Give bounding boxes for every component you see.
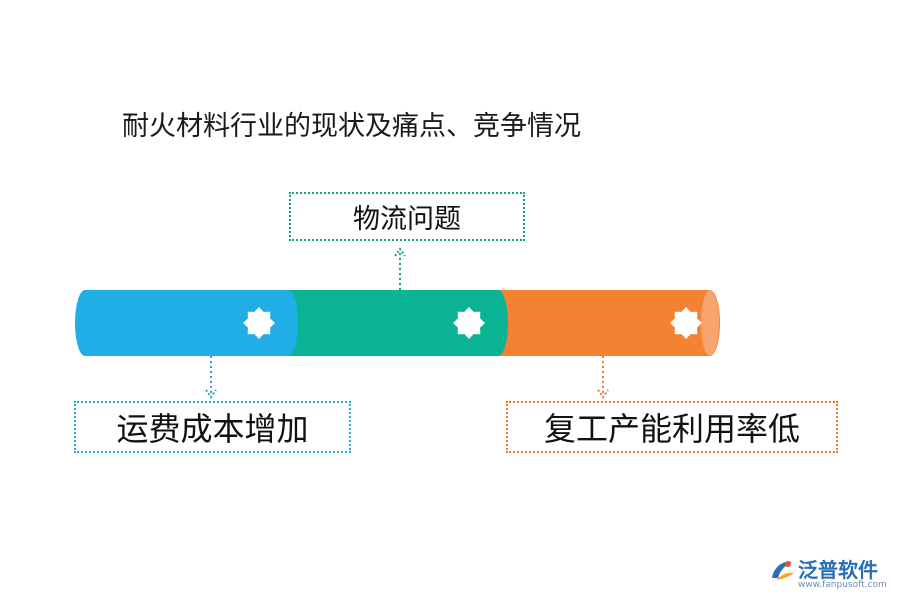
- starburst-icon: [670, 307, 702, 339]
- page-title: 耐火材料行业的现状及痛点、竞争情况: [122, 111, 581, 142]
- connector-right: [597, 356, 609, 399]
- logo-name: 泛普软件: [798, 558, 878, 582]
- cylinder-segment-middle: [288, 290, 508, 356]
- cylinder-end-cap: [701, 290, 719, 356]
- starburst-icon: [453, 307, 485, 339]
- brand-logo: 泛普软件 www.fanpusoft.com: [768, 552, 893, 597]
- connector-left: [205, 356, 217, 399]
- callout-label-right: 复工产能利用率低: [543, 410, 800, 448]
- cylinder-segment-left: [75, 290, 298, 356]
- logo-url: www.fanpusoft.com: [798, 580, 887, 590]
- cylinder: [75, 290, 720, 356]
- callout-box-top: 物流问题: [289, 192, 525, 241]
- callout-box-left: 运费成本增加: [74, 401, 351, 453]
- callout-label-left: 运费成本增加: [116, 410, 309, 448]
- fanpu-logo-icon: [772, 561, 794, 580]
- callout-label-top: 物流问题: [353, 204, 461, 235]
- cylinder-segment-right: [498, 290, 720, 356]
- connector-top: [394, 247, 406, 290]
- starburst-icon: [243, 307, 275, 339]
- callout-box-right: 复工产能利用率低: [506, 401, 838, 453]
